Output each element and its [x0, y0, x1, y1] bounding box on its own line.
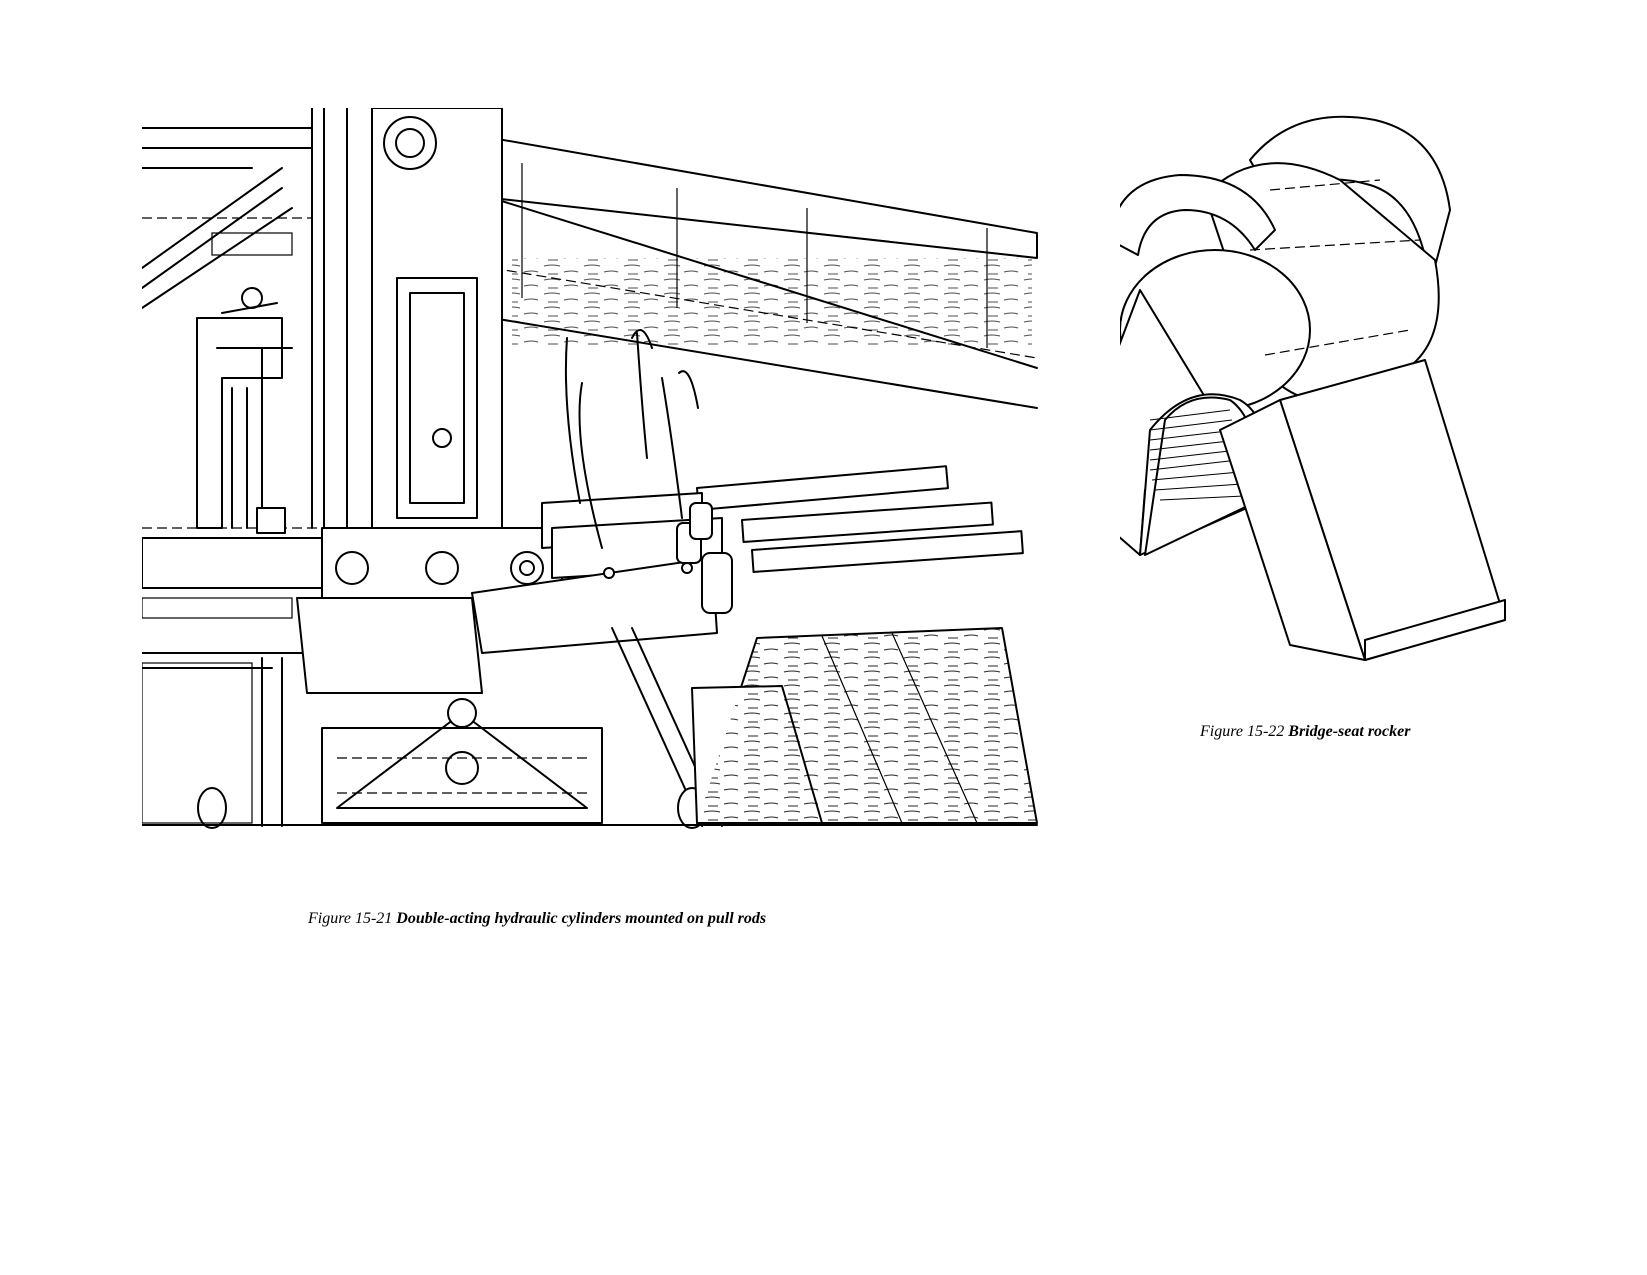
figure-caption-15-21: Figure 15-21 Double-acting hydraulic cyl…: [308, 910, 766, 928]
figure-caption-15-22: Figure 15-22 Bridge-seat rocker: [1200, 723, 1410, 741]
figure-title: Bridge-seat rocker: [1288, 723, 1411, 740]
hydraulic-cylinders-illustration: [142, 108, 1082, 878]
figure-number: Figure 15-22: [1200, 723, 1285, 740]
figure-title: Double-acting hydraulic cylinders mounte…: [396, 910, 767, 927]
figure-number: Figure 15-21: [308, 910, 393, 927]
bridge-seat-rocker-illustration: [1120, 100, 1580, 710]
